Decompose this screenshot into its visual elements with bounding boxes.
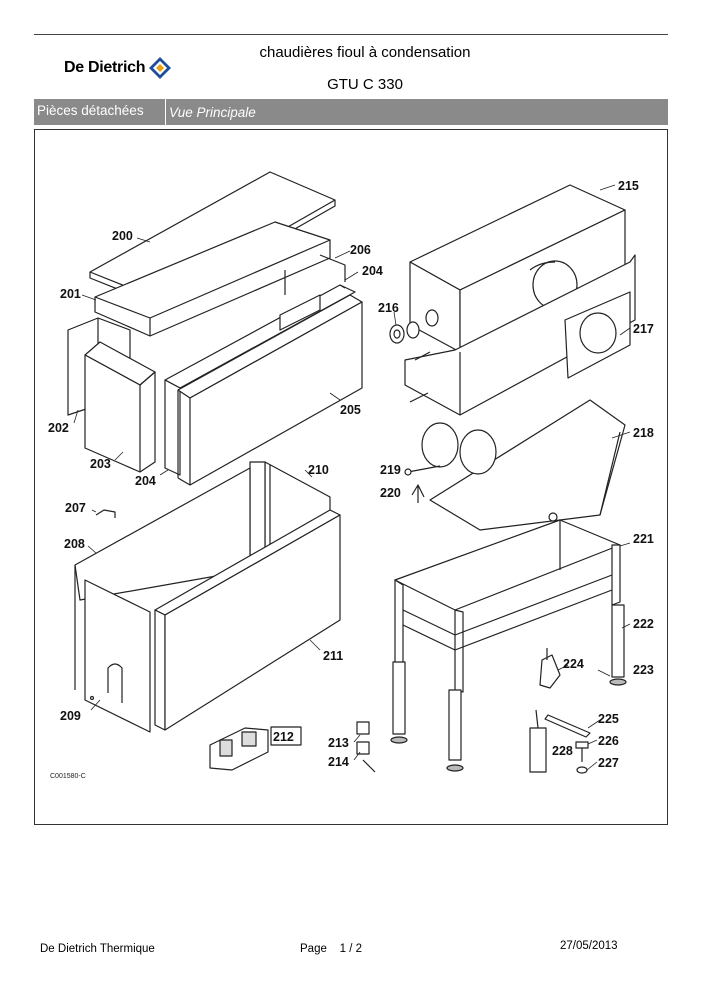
- callout-212: 212: [273, 730, 294, 744]
- callout-207: 207: [65, 501, 86, 515]
- casing-end-209: [84, 579, 151, 733]
- document-title: chaudières fioul à condensation: [259, 44, 471, 61]
- callout-200: 200: [112, 229, 133, 243]
- screw-219: [404, 465, 441, 476]
- footer-date: 27/05/2013: [560, 940, 618, 952]
- callout-224: 224: [563, 657, 584, 671]
- callout-206: 206: [350, 243, 371, 257]
- bracket-224: [539, 648, 561, 689]
- footer-company: De Dietrich Thermique: [40, 943, 155, 955]
- page-number: 1: [339, 943, 347, 955]
- leg-222: [609, 604, 627, 686]
- callout-216: 216: [378, 301, 399, 315]
- callout-204-left: 204: [135, 474, 156, 488]
- strip-206: [284, 254, 346, 295]
- seal-216: [389, 309, 439, 403]
- clip-220: [411, 484, 425, 503]
- callout-211: 211: [323, 649, 343, 663]
- callout-228: 228: [552, 744, 573, 758]
- leg-left: [390, 661, 464, 772]
- callout-214: 214: [328, 755, 349, 769]
- callout-215: 215: [618, 179, 639, 193]
- brand-name: De Dietrich: [64, 59, 146, 76]
- callout-227: 227: [598, 756, 619, 770]
- callout-221: 221: [633, 532, 654, 546]
- drawing-frame: [34, 129, 668, 825]
- boiler-body-215: [404, 184, 636, 416]
- callout-204-right: 204: [362, 264, 383, 278]
- control-box-212: [209, 726, 302, 771]
- callout-217: 217: [633, 322, 654, 336]
- section-bar: Pièces détachées Vue Principale: [34, 99, 668, 125]
- callout-203: 203: [90, 457, 111, 471]
- footer-page: Page 1 / 2: [300, 943, 362, 955]
- callout-209: 209: [60, 709, 81, 723]
- callout-205: 205: [340, 403, 361, 417]
- clips-213-214: [356, 721, 376, 773]
- section-view: Vue Principale: [169, 104, 256, 120]
- callout-218: 218: [633, 426, 654, 440]
- callout-225: 225: [598, 712, 619, 726]
- stand-frame-221: [394, 519, 621, 693]
- bar-225: [544, 714, 591, 738]
- callout-213: 213: [328, 736, 349, 750]
- callout-208: 208: [64, 537, 85, 551]
- top-panel-201: [94, 221, 331, 337]
- callout-220: 220: [380, 486, 401, 500]
- callout-226: 226: [598, 734, 619, 748]
- cartridge-228: [529, 709, 547, 773]
- callout-202: 202: [48, 421, 69, 435]
- model-name: GTU C 330: [327, 76, 403, 93]
- callout-210: 210: [308, 463, 329, 477]
- diamond-logo-icon: [149, 57, 172, 79]
- flue-plate-217: [564, 291, 631, 379]
- clip-207: [95, 509, 116, 518]
- page-label: Page: [300, 943, 327, 955]
- leader-lines: [73, 184, 631, 771]
- callout-219: 219: [380, 463, 401, 477]
- bolt-226-227: [575, 741, 589, 774]
- section-category: Pièces détachées: [34, 99, 166, 125]
- casing-front-211: [154, 509, 341, 731]
- callout-201: 201: [60, 287, 81, 301]
- callout-223: 223: [633, 663, 654, 677]
- front-panel-205: [177, 294, 363, 486]
- burner-cover-218: [421, 399, 626, 531]
- side-panel-203: [84, 341, 156, 473]
- page-total: 2: [355, 943, 363, 955]
- drawing-reference: C001580-C: [50, 773, 86, 780]
- top-rule: [34, 34, 668, 35]
- page-separator: /: [349, 943, 353, 955]
- callout-222: 222: [633, 617, 654, 631]
- brand-logo: De Dietrich: [64, 56, 172, 80]
